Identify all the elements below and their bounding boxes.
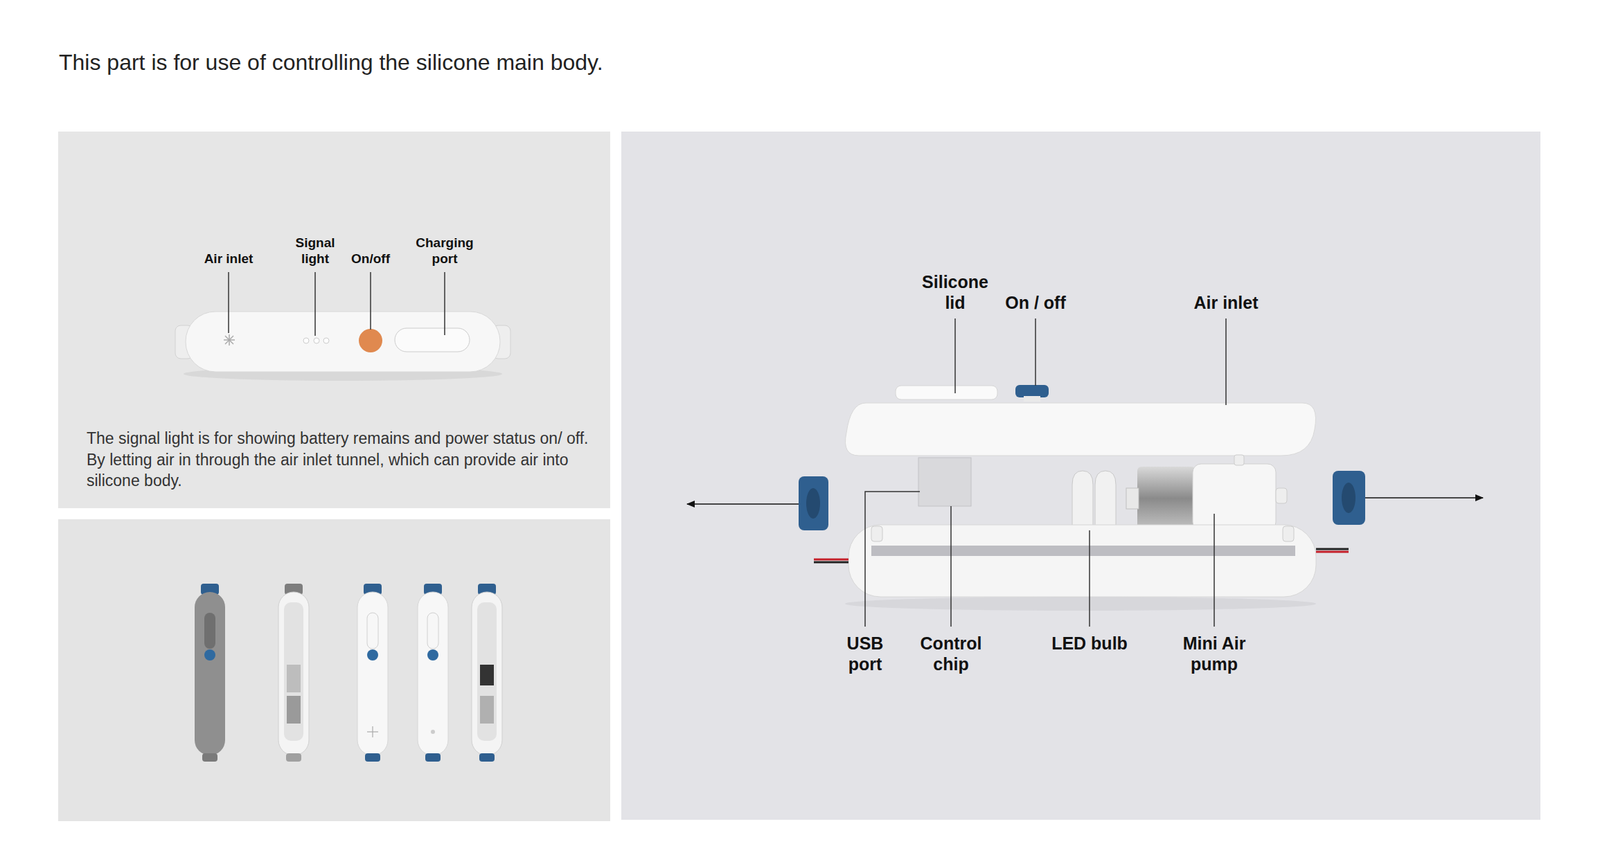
part-label: Air inlet [1193,292,1258,314]
controller-variants [194,583,503,762]
part-label: Signal light [287,235,343,268]
part-label: Control chip [912,633,990,675]
panel [621,131,1541,821]
leader-lines [865,318,1226,627]
part-label: Mini Air pump [1169,633,1259,675]
part-label: On / off [1005,292,1066,314]
part-label: Air inlet [204,251,254,268]
description-text: The signal light is for showing battery … [86,428,596,492]
page-title: This part is for use of controlling the … [58,49,604,76]
part-label: Silicone lid [914,271,997,314]
leader-lines [228,272,445,336]
panel [58,519,611,822]
panel [58,131,611,509]
part-label: On/off [351,251,390,268]
controller-top-view [175,311,511,381]
part-label: LED bulb [1051,633,1128,654]
part-label: USB port [838,633,893,675]
part-label: Charging port [408,235,481,268]
exploded-view [687,385,1483,611]
